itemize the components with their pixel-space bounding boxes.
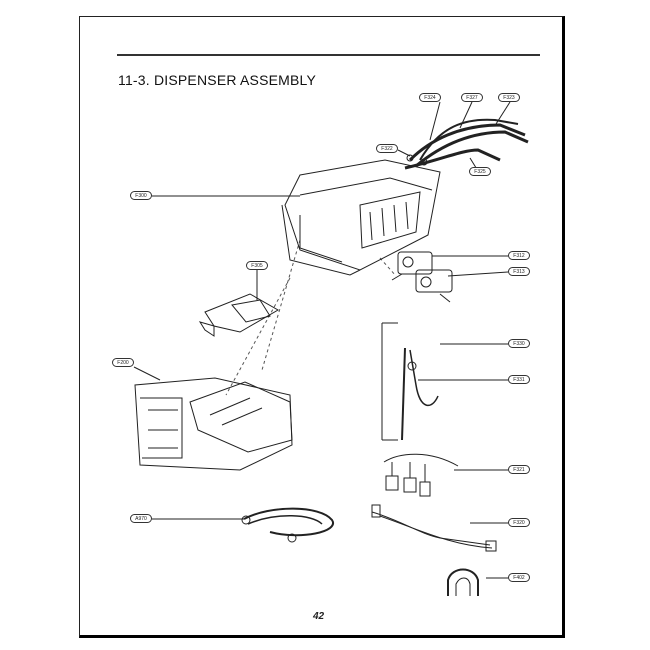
valve-coil-2 — [420, 276, 432, 288]
valve-coil-1 — [402, 256, 414, 268]
drawer-front — [140, 397, 183, 459]
dispenser-cover — [204, 293, 280, 333]
callout-top-3: F323 — [498, 93, 520, 102]
section-title: 11-3. DISPENSER ASSEMBLY — [118, 72, 317, 88]
harness-1-connector-2 — [403, 477, 417, 493]
harness-1-connector-3 — [419, 481, 431, 497]
hose-clamp-2 — [420, 158, 428, 166]
callout-drawer: F200 — [112, 358, 134, 367]
callout-hose-kit: A970 — [130, 514, 152, 523]
assembly-line-3 — [379, 257, 397, 277]
harness-2-wire-b — [379, 515, 493, 549]
hose-1 — [408, 123, 526, 162]
assembly-line-2 — [225, 277, 291, 396]
harness-2-plug — [485, 540, 497, 552]
assembly-line-1 — [261, 239, 301, 371]
harness-2-wire — [371, 511, 491, 546]
header-rule — [117, 54, 540, 56]
harness-1-wire — [383, 453, 459, 467]
leader-drawer — [133, 366, 161, 381]
callout-harness-1: F321 — [508, 465, 530, 474]
cover-tab — [198, 321, 215, 337]
housing-edge — [299, 177, 433, 196]
hose-fitting-1 — [241, 515, 251, 525]
callout-bellows-2: F331 — [508, 375, 530, 384]
callout-bellows-1: F330 — [508, 339, 530, 348]
clip-inner — [455, 577, 471, 596]
leader-hose-a — [397, 149, 411, 157]
bellows-hose — [401, 347, 406, 441]
bellows-bracket — [381, 322, 398, 441]
page-number: 42 — [313, 611, 325, 622]
harness-1-leads — [391, 462, 426, 482]
drawer-outline — [134, 377, 293, 471]
cover-grid — [231, 299, 271, 323]
dispenser-housing — [284, 159, 441, 271]
callout-cover: F305 — [246, 261, 268, 270]
callout-top-1: F324 — [419, 93, 441, 102]
callout-valve-2: F313 — [508, 267, 530, 276]
water-valve-1 — [397, 251, 433, 275]
callout-clip: F402 — [508, 573, 530, 582]
housing-inner — [299, 215, 343, 263]
bellows-tube — [409, 349, 439, 407]
hose-clamp-1 — [406, 154, 414, 162]
water-valve-2 — [415, 269, 453, 293]
bellows-fitting — [407, 361, 417, 371]
drawer-dividers — [209, 397, 263, 426]
hose-3 — [419, 118, 519, 161]
harness-2-connector — [371, 504, 381, 518]
inlet-hose-2 — [247, 515, 323, 525]
callout-top-2: F327 — [461, 93, 483, 102]
callout-hose-b: F325 — [469, 167, 491, 176]
harness-1-connector-1 — [385, 475, 399, 491]
housing-lower-edge — [281, 204, 361, 276]
drawer-compartments — [189, 381, 293, 453]
callout-valve-1: F312 — [508, 251, 530, 260]
callout-harness-2: F320 — [508, 518, 530, 527]
housing-vent-lines — [369, 201, 409, 241]
leader-top-1 — [429, 101, 441, 141]
clip-part — [447, 568, 479, 596]
callout-hose-a: F322 — [376, 144, 398, 153]
callout-housing: F300 — [130, 191, 152, 200]
drawer-front-lines — [148, 409, 178, 449]
valve-ports — [391, 273, 451, 303]
inlet-hose-1 — [243, 507, 335, 537]
hose-fitting-2 — [287, 533, 297, 543]
housing-vents — [359, 191, 421, 249]
hose-4 — [404, 148, 501, 170]
leader-valve-2 — [447, 271, 509, 277]
